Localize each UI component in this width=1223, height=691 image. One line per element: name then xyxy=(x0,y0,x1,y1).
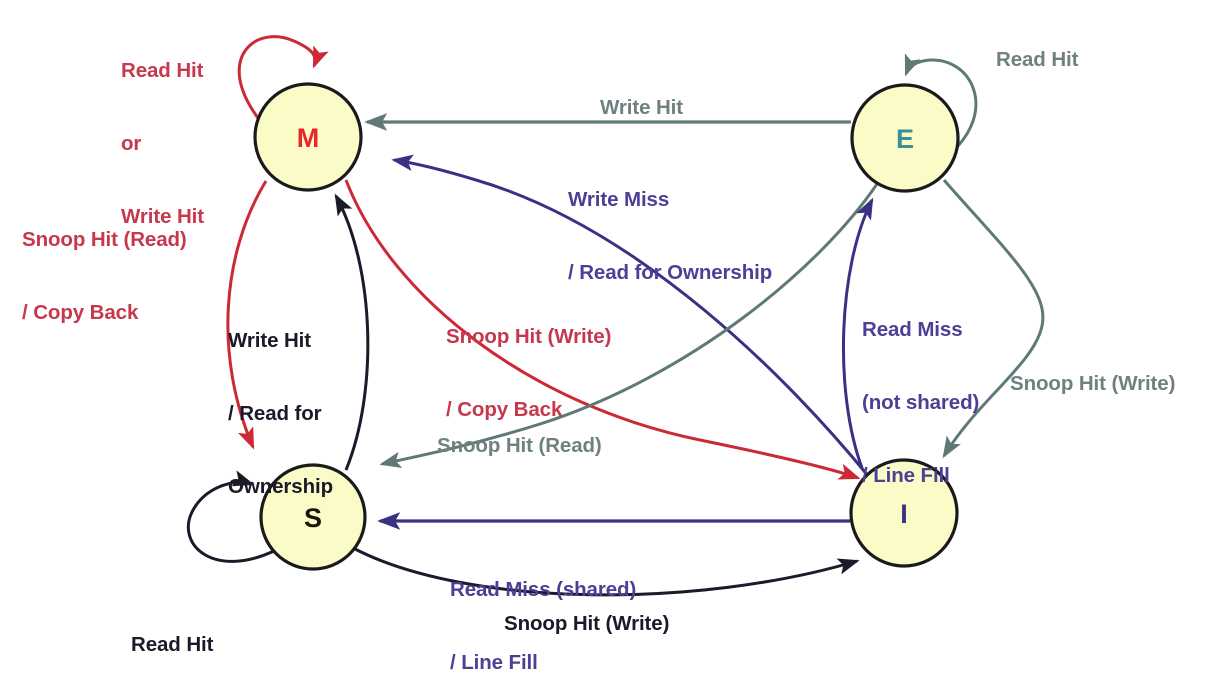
edge-label-s-to-m-line2: / Read for xyxy=(228,401,322,425)
edge-m-to-s xyxy=(226,180,268,450)
edge-label-e-to-m: Write Hit xyxy=(600,96,684,119)
edge-i-to-e xyxy=(842,197,874,469)
edge-label-s-self: Read Hit or Snoop Hit (Read) xyxy=(131,585,296,691)
edge-label-e-to-s: Snoop Hit (Read) xyxy=(437,434,602,457)
state-label-s: S xyxy=(304,503,322,533)
edge-i-to-m xyxy=(391,154,871,478)
state-label-i: I xyxy=(900,499,908,529)
edge-label-m-self-line1: Read Hit xyxy=(121,59,204,83)
edge-label-e-self: Read Hit xyxy=(996,48,1079,71)
edge-label-m-self-line3: Write Hit xyxy=(121,204,205,228)
state-circle-i xyxy=(849,458,959,568)
edge-e-self xyxy=(904,53,978,154)
state-node-m[interactable]: M xyxy=(253,82,363,192)
edge-s-to-i xyxy=(354,547,860,597)
edge-label-e-to-i: Snoop Hit (Write) xyxy=(1010,372,1176,395)
edge-label-m-to-i: Snoop Hit (Write) / Copy Back xyxy=(446,277,611,471)
edge-label-s-to-i: Snoop Hit (Write) xyxy=(504,612,670,635)
edge-label-m-self-line2: or xyxy=(121,131,142,155)
edge-label-i-to-s: Read Miss (shared) / Line Fill xyxy=(450,530,636,691)
edge-label-m-self: Read Hit or Write Hit xyxy=(121,11,204,277)
edge-label-s-to-m: Write Hit / Read for Ownership xyxy=(228,281,333,547)
edge-s-to-m xyxy=(334,193,370,471)
state-circle-m xyxy=(253,82,363,192)
edge-m-self xyxy=(237,35,329,119)
state-node-s[interactable]: S xyxy=(259,463,367,571)
edge-e-to-i xyxy=(942,179,1045,459)
edge-label-s-to-m-line1: Write Hit xyxy=(228,329,312,353)
edge-label-m-to-i-line1: Snoop Hit (Write) xyxy=(446,325,612,349)
edge-label-m-to-s-line2: / Copy Back xyxy=(22,300,139,324)
edge-label-i-to-m: Write Miss / Read for Ownership xyxy=(568,140,772,334)
edge-label-i-to-m-line2: / Read for Ownership xyxy=(568,260,773,284)
edge-label-i-to-e-line1: Read Miss xyxy=(862,318,963,342)
edge-label-i-to-e: Read Miss (not shared) / Line Fill xyxy=(862,270,979,536)
edge-label-m-to-s: Snoop Hit (Read) / Copy Back xyxy=(22,180,187,374)
state-label-e: E xyxy=(896,124,914,154)
edge-label-i-to-s-line1: Read Miss (shared) xyxy=(450,578,637,602)
state-circle-s xyxy=(259,463,367,571)
edge-label-m-to-i-line2: / Copy Back xyxy=(446,397,563,421)
state-circle-e xyxy=(850,83,960,193)
edge-e-to-s xyxy=(379,183,879,468)
edge-label-s-to-m-line3: Ownership xyxy=(228,474,334,498)
edge-label-s-self-line1: Read Hit xyxy=(131,633,214,657)
edge-m-to-i xyxy=(344,179,861,480)
state-label-m: M xyxy=(297,123,320,153)
edge-label-i-to-e-line2: (not shared) xyxy=(862,390,980,414)
edge-label-i-to-e-line3: / Line Fill xyxy=(862,463,950,487)
state-node-i[interactable]: I xyxy=(849,458,959,568)
edge-label-i-to-s-line2: / Line Fill xyxy=(450,650,538,674)
state-node-e[interactable]: E xyxy=(850,83,960,193)
edge-label-i-to-m-line1: Write Miss xyxy=(568,188,670,212)
edge-s-self xyxy=(186,470,277,563)
edge-label-m-to-s-line1: Snoop Hit (Read) xyxy=(22,228,187,252)
